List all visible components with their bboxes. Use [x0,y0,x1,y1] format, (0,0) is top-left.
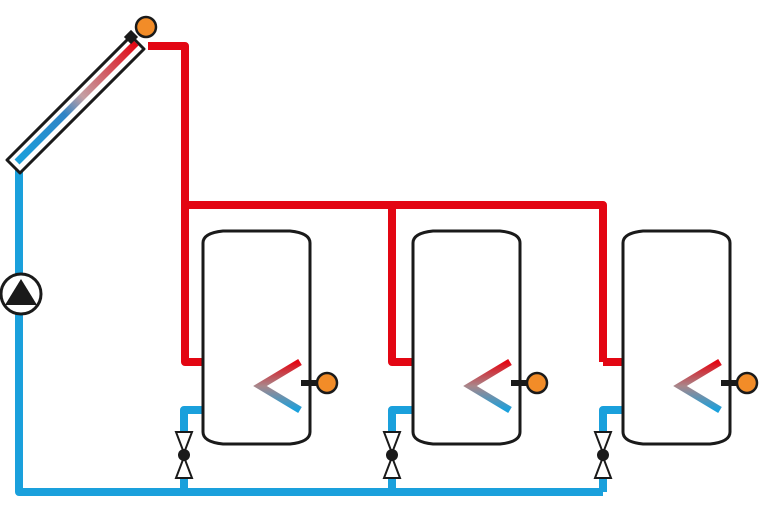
collector-temperature-sensor-icon [134,15,158,39]
heat-exchanger-coil-icon [673,358,722,414]
heat-exchanger-coil-icon [253,358,302,414]
temperature-sensor-icon [525,371,549,395]
cold-return-pipes [15,160,722,496]
temperature-sensor-icon [735,371,759,395]
heat-exchanger-coil-icon [463,358,512,414]
main-return-line [15,160,603,496]
zone-valve-icon [382,431,402,479]
solar-collector-icon [5,15,158,175]
storage-tank-icon [411,229,549,446]
storage-tank-icon [621,229,759,446]
storage-tanks [174,229,759,479]
zone-valve-icon [174,431,194,479]
circulation-pump-icon [0,272,43,316]
zone-valve-icon [593,431,613,479]
storage-tank-icon [201,229,339,446]
temperature-sensor-icon [315,371,339,395]
